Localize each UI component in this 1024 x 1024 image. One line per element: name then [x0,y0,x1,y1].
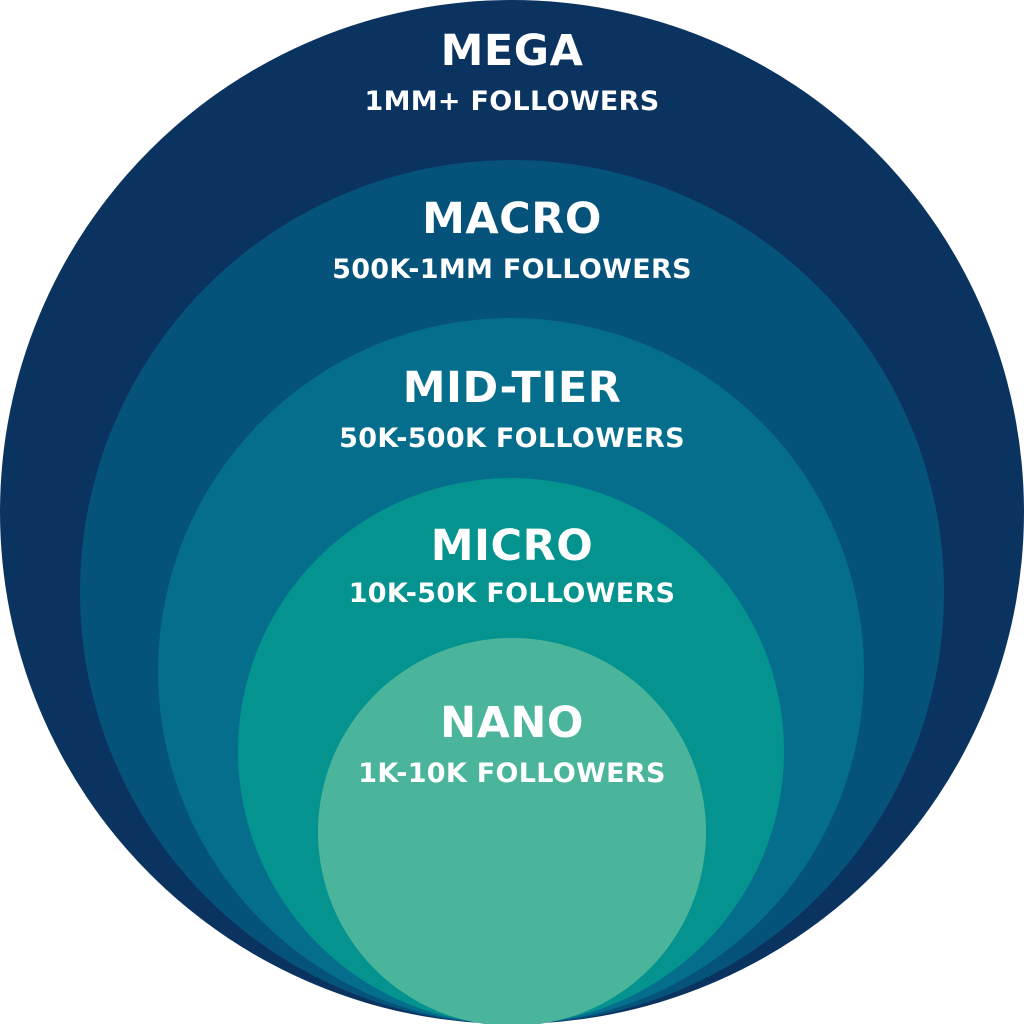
nano-tier-circle [318,638,706,1024]
mid-tier-name: MID-TIER [402,363,622,413]
mid-tier-range: 50K-500K FOLLOWERS [339,423,685,454]
nano-tier-name: NANO [440,698,584,748]
micro-tier-name: MICRO [430,521,594,571]
mega-tier-name: MEGA [440,26,584,76]
nano-tier-range: 1K-10K FOLLOWERS [358,758,666,789]
macro-tier-range: 500K-1MM FOLLOWERS [332,254,692,285]
mega-tier-range: 1MM+ FOLLOWERS [364,86,660,117]
micro-tier-range: 10K-50K FOLLOWERS [348,578,676,609]
macro-tier-name: MACRO [422,194,602,244]
